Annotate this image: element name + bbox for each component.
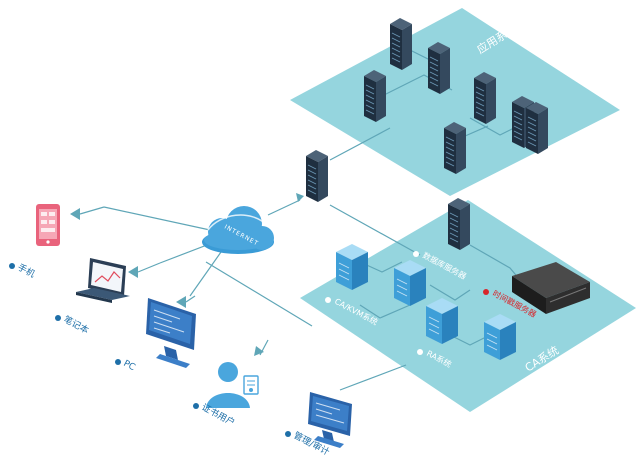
certificate-user-icon [206, 362, 259, 408]
mobile-dot [9, 263, 15, 269]
database-server [447, 197, 471, 251]
ra-server-1 [425, 297, 459, 345]
timestamp-server [512, 262, 590, 314]
mobile-phone-icon [36, 204, 60, 246]
pc-monitor-icon [146, 298, 196, 368]
ra-dot [417, 349, 423, 355]
cert-user-dot [193, 403, 199, 409]
ra-server-2 [483, 313, 517, 361]
app-server-1 [389, 17, 413, 71]
ca-kvm-server-2 [393, 259, 427, 307]
admin-monitor-icon [308, 392, 352, 448]
app-server-4 [473, 71, 497, 125]
internet-cloud-icon [202, 206, 274, 254]
timestamp-dot [483, 289, 489, 295]
pc-dot [115, 359, 121, 365]
laptop-icon [76, 258, 130, 303]
laptop-dot [55, 315, 61, 321]
app-server-2 [427, 41, 451, 95]
database-dot [413, 251, 419, 257]
connector-arrows [70, 193, 304, 356]
central-server [305, 149, 329, 203]
mobile-label: 手机 [16, 261, 38, 280]
ca-kvm-dot [325, 297, 331, 303]
pc-label: PC [122, 359, 137, 373]
app-server-7 [443, 121, 467, 175]
admin-dot [285, 431, 291, 437]
app-server-6 [525, 101, 549, 155]
laptop-label: 笔记本 [62, 313, 91, 336]
app-server-3 [363, 69, 387, 123]
ca-kvm-server-1 [335, 243, 369, 291]
ca-system-platform [300, 200, 636, 412]
